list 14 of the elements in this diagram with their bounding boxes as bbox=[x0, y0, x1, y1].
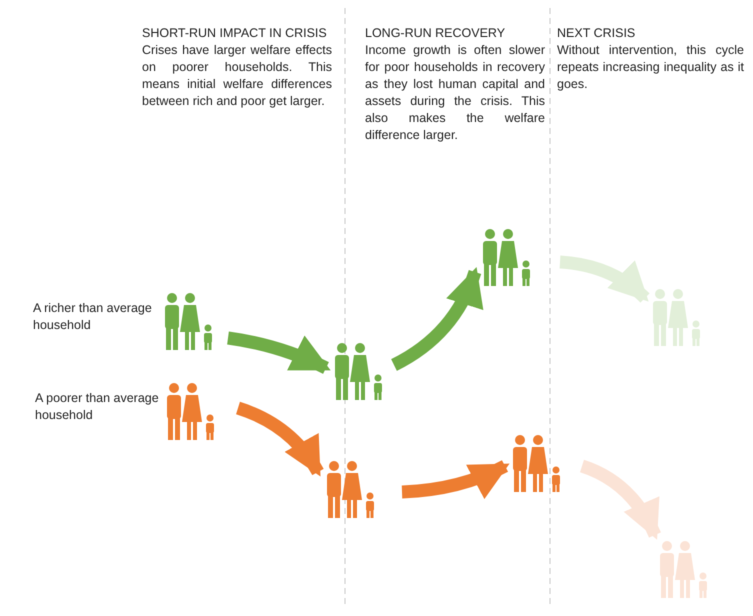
column-heading: SHORT-RUN IMPACT IN CRISIS bbox=[142, 25, 328, 42]
description-text: Income growth is often slower for poor households in recovery as they lost human capital and assets during the crisis. This also makes the welfare difference larger. bbox=[365, 42, 545, 144]
household-caption: A richer than average household bbox=[33, 300, 153, 334]
curved-arrow bbox=[390, 267, 482, 371]
column-heading: NEXT CRISIS bbox=[557, 25, 636, 42]
curved-arrow bbox=[402, 460, 510, 499]
description-text: Crises have larger welfare effects on poorer households. This means initial welfare differences between rich and poor get larger. bbox=[142, 42, 332, 110]
curved-arrow bbox=[227, 332, 331, 374]
column-heading: LONG-RUN RECOVERY bbox=[365, 25, 506, 42]
curved-arrow bbox=[580, 460, 661, 540]
curved-arrow bbox=[236, 402, 324, 476]
description-text: Without intervention, this cycle repeats increasing inequality as it goes. bbox=[557, 42, 744, 93]
curved-arrow bbox=[559, 256, 650, 303]
household-caption: A poorer than average household bbox=[35, 390, 160, 424]
